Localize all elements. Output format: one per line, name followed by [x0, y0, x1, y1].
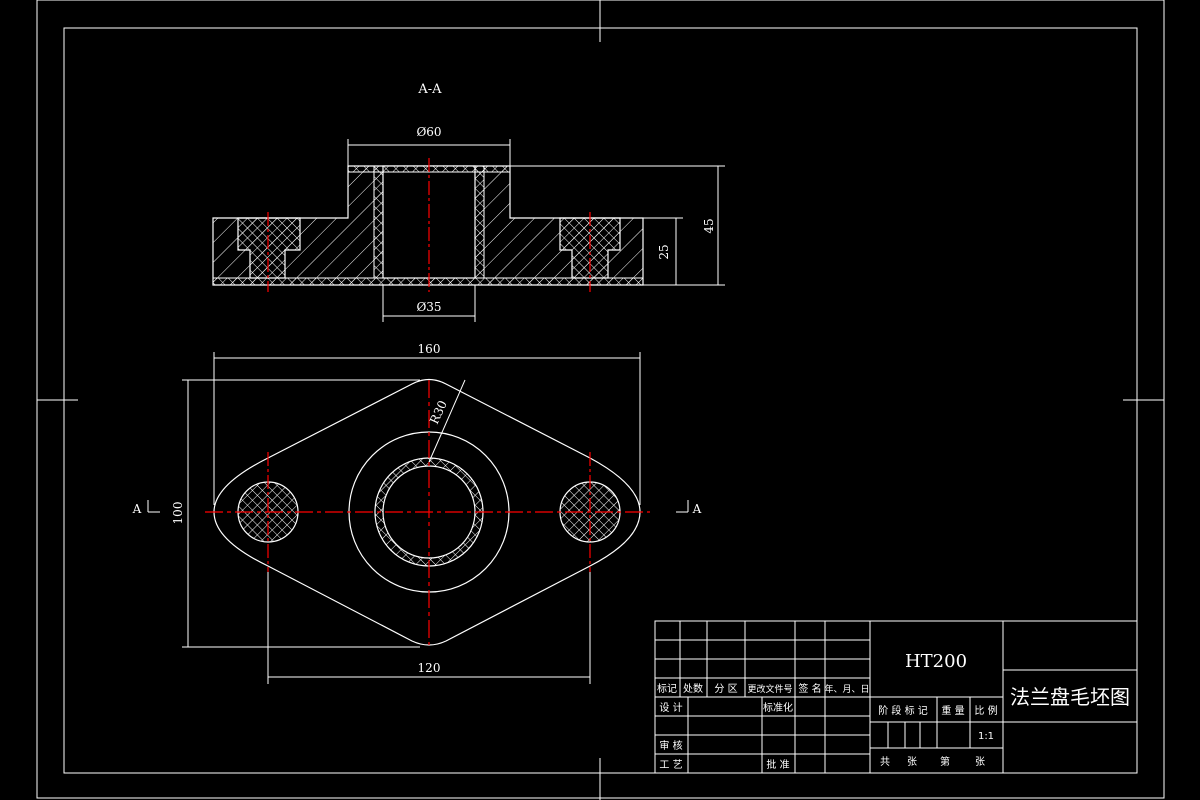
sheet-inner-frame — [63, 27, 1138, 774]
sheets-word-2: 张 — [975, 756, 985, 768]
drawing-title: 法兰盘毛坯图 — [1010, 685, 1130, 709]
rev-header-zone: 分 区 — [714, 683, 737, 695]
dim-h25: 25 — [657, 244, 671, 259]
rev-header-docno: 更改文件号 — [747, 683, 792, 695]
plan-view — [205, 378, 650, 646]
sheet-no-label: 第 — [940, 755, 950, 768]
title-block — [654, 620, 1138, 774]
material-text: HT200 — [905, 651, 967, 672]
dim-w120: 120 — [418, 661, 441, 675]
dim-h100: 100 — [171, 502, 185, 525]
design-label: 设 计 — [659, 701, 682, 714]
weight-label: 重 量 — [941, 704, 964, 717]
dim-d60: Ø60 — [416, 125, 441, 139]
sheets-word-1: 张 — [907, 756, 917, 768]
section-label: A-A — [417, 82, 442, 97]
sheets-total-label: 共 — [880, 756, 890, 768]
dim-w160: 160 — [418, 342, 441, 356]
section-view — [212, 158, 644, 292]
cut-mark-left: A — [132, 502, 142, 516]
cut-mark-right: A — [692, 502, 702, 516]
scale-value: 1:1 — [978, 731, 994, 742]
section-dimensions — [347, 139, 725, 322]
dim-h45: 45 — [702, 218, 716, 233]
title-block-text: 标记 处数 分 区 更改文件号 签 名 年、月、日 设 计 标准化 审 核 工 … — [657, 682, 998, 771]
process-label: 工 艺 — [659, 759, 682, 771]
dim-d35: Ø35 — [416, 300, 441, 314]
review-label: 审 核 — [659, 739, 682, 752]
centering-marks — [37, 0, 1164, 800]
sheet-outer-border — [36, 0, 1165, 799]
ratio-label: 比 例 — [974, 704, 997, 717]
stage-mark-label: 阶 段 标 记 — [878, 704, 928, 717]
rev-header-count: 处数 — [683, 682, 703, 695]
plan-dimensions — [147, 352, 689, 684]
rev-header-sign: 签 名 — [798, 682, 821, 695]
standardization-label: 标准化 — [763, 701, 793, 714]
rev-header-mark: 标记 — [657, 683, 677, 695]
rev-header-date: 年、月、日 — [824, 683, 869, 695]
approve-label: 批 准 — [766, 758, 789, 771]
